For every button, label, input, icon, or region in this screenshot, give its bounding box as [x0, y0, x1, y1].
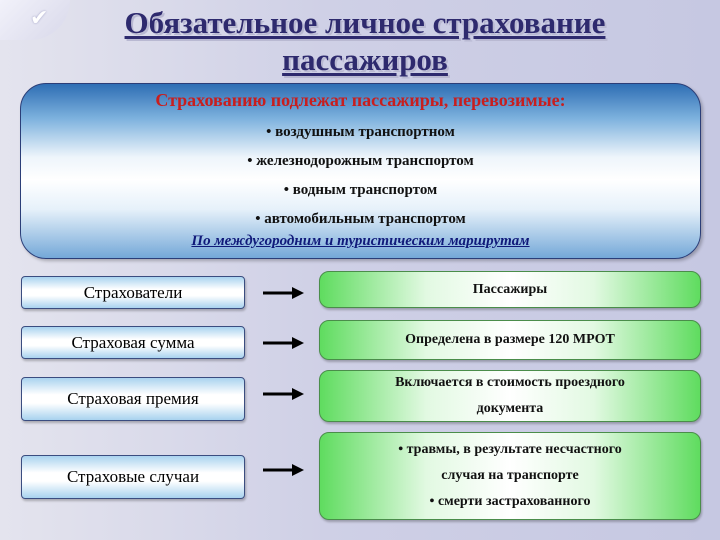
label-premium: Страховая премия — [67, 389, 199, 408]
check-mark-icon: ✔ — [30, 6, 49, 31]
value-premium-line-1: Включается в стоимость проездного — [395, 375, 625, 390]
label-sum-insured: Страховая сумма — [71, 332, 195, 352]
arrow-right-icon — [263, 464, 304, 476]
value-policyholders: Пассажиры — [472, 281, 548, 297]
label-box-premium: Страховая премия — [21, 377, 245, 421]
value-insured-events-line-3: • смерти застрахованного — [429, 494, 591, 509]
transport-list: • воздушным транспортном • железнодорожн… — [21, 121, 700, 237]
slide-title-line-2: пассажиров — [282, 42, 448, 77]
panel-footer: По междугородним и туристическим маршрут… — [191, 233, 530, 249]
corner-decoration: ✔ — [0, 0, 70, 40]
value-box-premium: Включается в стоимость проездного докуме… — [319, 370, 701, 422]
value-box-policyholders: Пассажиры — [319, 271, 701, 308]
label-box-sum-insured: Страховая сумма — [21, 326, 245, 359]
arrow-right-icon — [263, 337, 304, 349]
transport-item-water: • водным транспортом — [283, 182, 438, 198]
label-box-insured-events: Страховые случаи — [21, 455, 245, 499]
transport-panel: Страхованию подлежат пассажиры, перевози… — [20, 83, 701, 259]
arrow-right-icon — [263, 388, 304, 400]
value-box-insured-events: • травмы, в результате несчастного случа… — [319, 432, 701, 520]
label-insured-events: Страховые случаи — [66, 467, 200, 486]
slide-title-line-1: Обязательное личное страхование — [124, 5, 606, 40]
value-premium-line-2: документа — [476, 401, 544, 416]
value-insured-events-line-2: случая на транспорте — [441, 468, 579, 483]
transport-item-air: • воздушным транспортном — [266, 124, 455, 140]
label-policyholders: Страхователи — [83, 282, 183, 302]
panel-heading: Страхованию подлежат пассажиры, перевози… — [155, 90, 566, 110]
value-box-sum-insured: Определена в размере 120 МРОТ — [319, 320, 701, 360]
slide-title: Обязательное личное страхование пассажир… — [80, 4, 650, 78]
value-sum-insured: Определена в размере 120 МРОТ — [405, 332, 615, 347]
arrow-right-icon — [263, 287, 304, 299]
label-box-policyholders: Страхователи — [21, 276, 245, 309]
transport-item-auto: • автомобильным транспортом — [255, 211, 466, 227]
value-insured-events-line-1: • травмы, в результате несчастного — [398, 442, 622, 457]
transport-item-rail: • железнодорожным транспортом — [247, 153, 474, 169]
